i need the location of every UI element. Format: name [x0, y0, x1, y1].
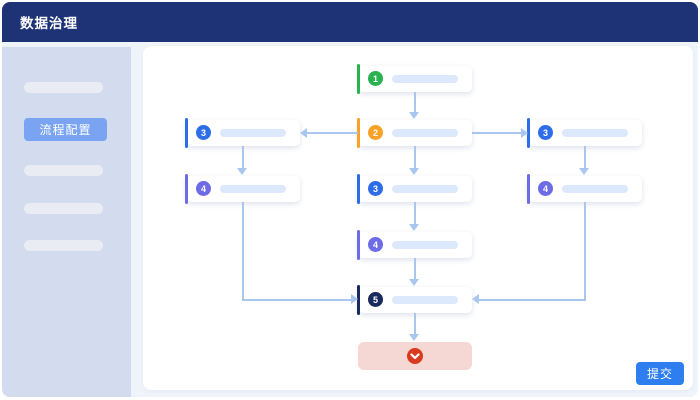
- node-accent-bar: [357, 285, 360, 315]
- end-node-badge: [407, 348, 423, 364]
- node-number-badge: 4: [196, 181, 211, 196]
- node-label-placeholder: [562, 129, 628, 137]
- node-number-badge: 5: [368, 292, 383, 307]
- connector-arrow-right: [351, 294, 358, 304]
- connector-line: [307, 132, 358, 134]
- node-accent-bar: [357, 230, 360, 260]
- node-number-badge: 3: [196, 125, 211, 140]
- node-accent-bar: [527, 174, 530, 204]
- connector-arrow-down: [237, 168, 247, 175]
- connector-arrow-down: [409, 112, 419, 119]
- node-number-badge: 3: [538, 125, 553, 140]
- node-label-placeholder: [392, 75, 458, 83]
- flow-node-step2[interactable]: 2: [357, 118, 472, 148]
- node-accent-bar: [357, 64, 360, 94]
- node-label-placeholder: [220, 185, 286, 193]
- connector-line: [242, 146, 244, 169]
- connector-arrow-left: [300, 128, 307, 138]
- connector-arrow-down: [409, 334, 419, 341]
- flow-node-step1[interactable]: 1: [357, 64, 472, 94]
- connector-arrow-left: [472, 294, 479, 304]
- sidebar-skeleton-item: [24, 240, 103, 251]
- node-number-badge: 2: [368, 125, 383, 140]
- chevron-down-icon: [410, 352, 420, 359]
- connector-line: [414, 313, 416, 335]
- connector-line: [584, 146, 586, 169]
- connector-line: [414, 92, 416, 113]
- connector-line: [414, 258, 416, 280]
- connector-arrow-down: [409, 168, 419, 175]
- flow-node-step4-center[interactable]: 4: [357, 230, 472, 260]
- flow-node-step5[interactable]: 5: [357, 285, 472, 315]
- node-number-badge: 4: [538, 181, 553, 196]
- flow-node-step3-right[interactable]: 3: [527, 118, 642, 148]
- sidebar-skeleton-item: [24, 203, 103, 214]
- sidebar-item-process-config[interactable]: 流程配置: [24, 118, 107, 141]
- connector-line: [472, 132, 521, 134]
- node-accent-bar: [357, 118, 360, 148]
- connector-line: [479, 299, 586, 301]
- sidebar-skeleton-item: [24, 82, 103, 93]
- node-accent-bar: [185, 174, 188, 204]
- node-label-placeholder: [392, 185, 458, 193]
- node-accent-bar: [357, 174, 360, 204]
- flow-node-step4-left[interactable]: 4: [185, 174, 300, 204]
- connector-line: [242, 202, 244, 301]
- node-accent-bar: [527, 118, 530, 148]
- connector-line: [414, 146, 416, 169]
- sidebar: 流程配置: [2, 47, 131, 397]
- sidebar-skeleton-item: [24, 165, 103, 176]
- flow-node-step3-center[interactable]: 3: [357, 174, 472, 204]
- connector-arrow-right: [521, 128, 528, 138]
- flow-node-step4-right[interactable]: 4: [527, 174, 642, 204]
- connector-arrow-down: [409, 279, 419, 286]
- node-label-placeholder: [392, 241, 458, 249]
- connector-arrow-down: [579, 168, 589, 175]
- flowchart: 1 3 2 3 4: [143, 46, 693, 390]
- app-header: 数据治理: [2, 2, 698, 42]
- flow-node-step3-left[interactable]: 3: [185, 118, 300, 148]
- connector-line: [414, 202, 416, 225]
- flow-canvas: 1 3 2 3 4: [143, 46, 693, 390]
- node-accent-bar: [185, 118, 188, 148]
- node-label-placeholder: [220, 129, 286, 137]
- connector-line: [584, 202, 586, 301]
- node-number-badge: 1: [368, 71, 383, 86]
- node-label-placeholder: [392, 296, 458, 304]
- submit-button[interactable]: 提交: [636, 362, 684, 385]
- connector-arrow-down: [409, 224, 419, 231]
- node-number-badge: 3: [368, 181, 383, 196]
- app-title: 数据治理: [20, 16, 78, 31]
- node-label-placeholder: [392, 129, 458, 137]
- node-number-badge: 4: [368, 237, 383, 252]
- connector-line: [242, 299, 351, 301]
- flow-end-node[interactable]: [358, 342, 472, 370]
- node-label-placeholder: [562, 185, 628, 193]
